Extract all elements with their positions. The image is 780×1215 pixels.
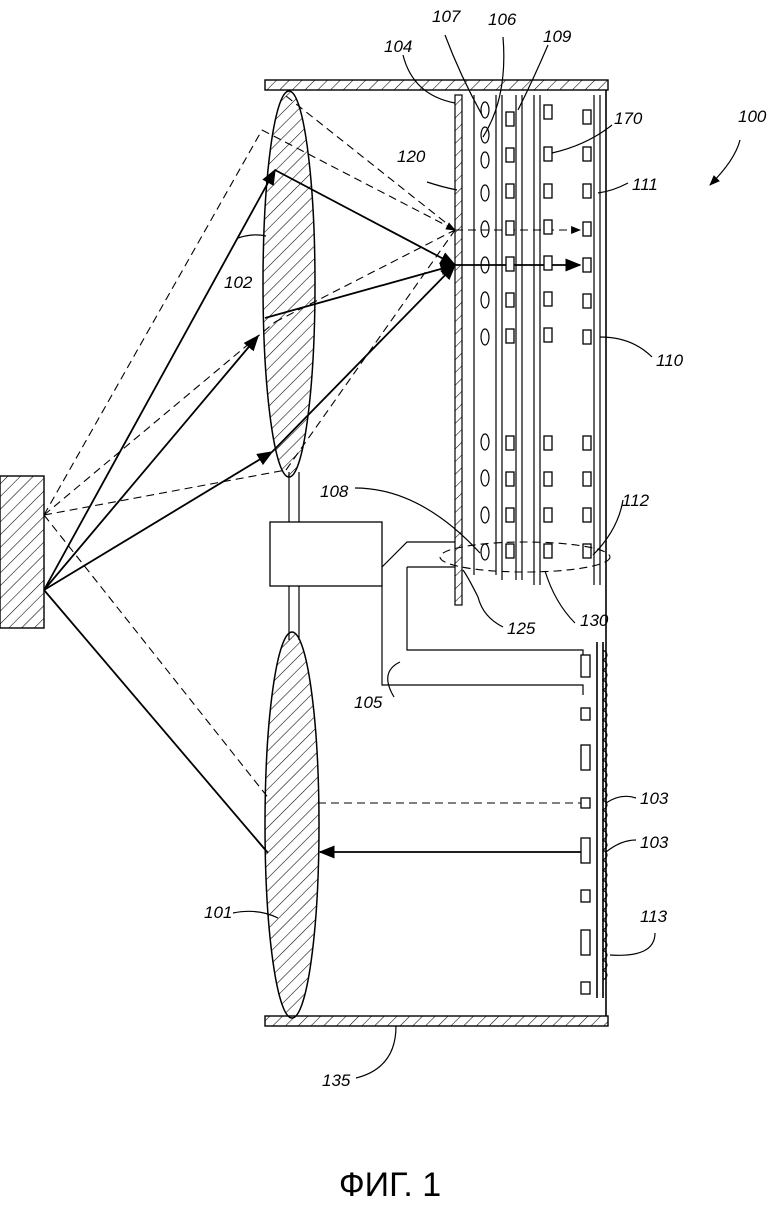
wiring-105	[382, 542, 583, 695]
label-135: 135	[322, 1071, 351, 1090]
controller-box	[270, 522, 382, 586]
label-102: 102	[224, 273, 253, 292]
label-170: 170	[614, 109, 643, 128]
label-104: 104	[384, 37, 412, 56]
label-105: 105	[354, 693, 383, 712]
label-108: 108	[320, 482, 349, 501]
label-107: 107	[432, 7, 461, 26]
panel-layers	[455, 95, 600, 605]
object-block	[0, 476, 44, 628]
label-130: 130	[580, 611, 609, 630]
label-120: 120	[397, 147, 426, 166]
label-103-upper: 103	[640, 789, 669, 808]
label-111: 111	[632, 175, 658, 194]
lens-101	[265, 632, 319, 1018]
label-112: 112	[622, 491, 650, 510]
emitter-array	[581, 642, 607, 998]
label-113: 113	[640, 907, 668, 926]
label-100: 100	[738, 107, 767, 126]
label-109: 109	[543, 27, 572, 46]
electrodes	[506, 105, 591, 558]
figure-caption: ФИГ. 1	[339, 1166, 441, 1204]
cell-column-107	[481, 102, 489, 560]
label-101: 101	[204, 903, 232, 922]
lens-102	[263, 91, 315, 477]
label-125: 125	[507, 619, 536, 638]
label-103-lower: 103	[640, 833, 669, 852]
label-106: 106	[488, 10, 517, 29]
label-110: 110	[656, 351, 684, 370]
